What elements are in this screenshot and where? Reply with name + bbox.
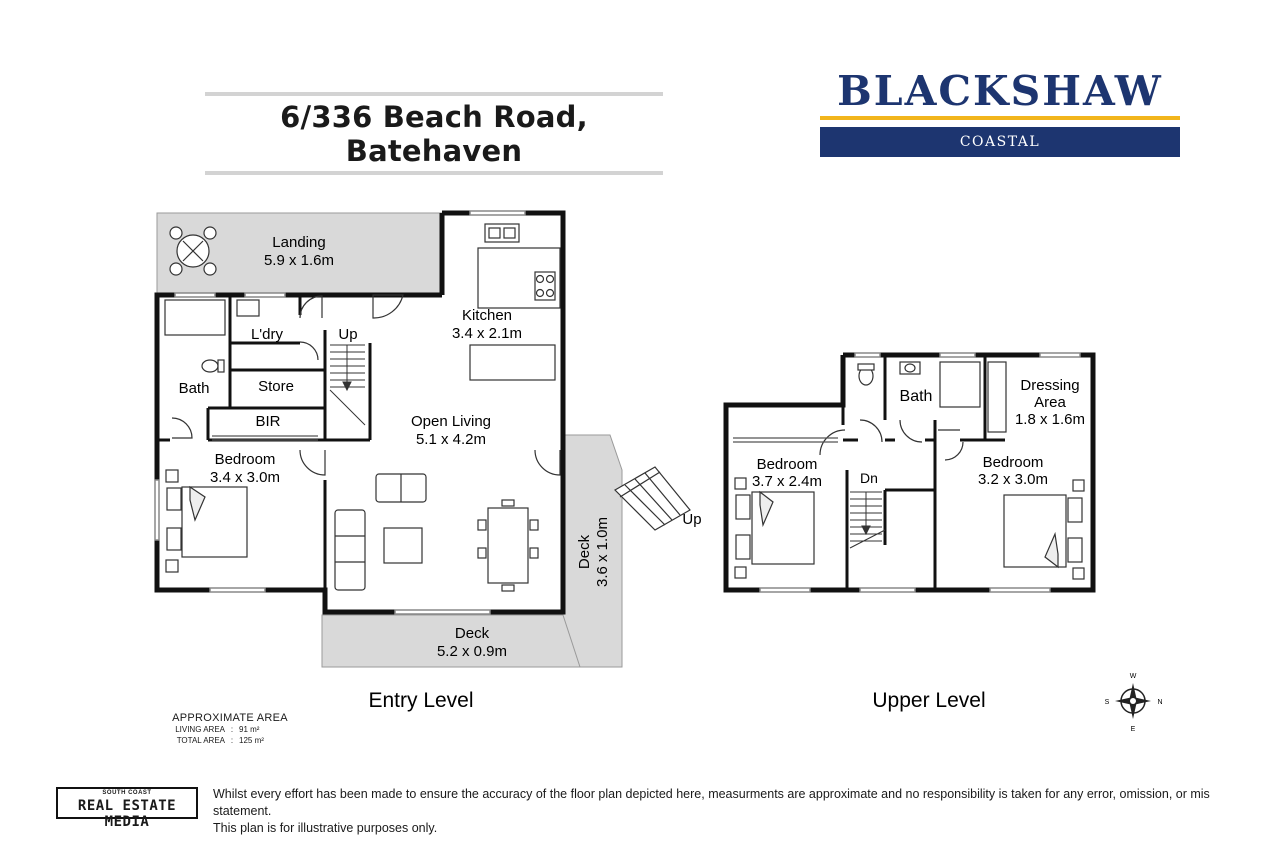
entry-bed-icon [165,469,248,573]
total-area-sep: : [230,736,234,745]
landing-size: 5.9 x 1.6m [264,252,334,269]
open-living-label: Open Living [411,413,491,430]
agency-sub-label: COASTAL [959,134,1041,150]
stair-down-label: Dn [860,470,878,486]
upper-doors [819,419,964,461]
side-deck-area [562,434,623,668]
address-header: 6/336 Beach Road, Batehaven [205,92,663,175]
total-area-label: TOTAL AREA [176,736,225,745]
front-deck-size: 5.2 x 0.9m [437,643,507,660]
total-area-value: 125 m² [239,736,264,745]
agency-sub-bar: COASTAL [820,127,1180,157]
bir-sliding-doors [212,435,318,441]
area-title: APPROXIMATE AREA [172,712,288,724]
total-area-row: TOTAL AREA : 125 m² [167,735,305,746]
stair-up-label-entry: Up [338,326,357,343]
upper-bed-right-icon [1003,479,1085,580]
address-rule-bottom [205,171,663,175]
entry-exterior-walls [154,210,566,615]
side-deck-label: Deck [576,534,593,569]
bir-label: BIR [255,413,280,430]
upper-interior-walls [841,355,1005,590]
property-address: 6/336 Beach Road, Batehaven [280,100,588,168]
living-area-label: LIVING AREA [175,725,225,734]
entry-bedroom-label: Bedroom [215,451,276,468]
disclaimer: Whilst every effort has been made to ens… [213,786,1233,837]
upper-stairs [849,491,886,549]
compass-west: W [1130,673,1137,680]
compass-south: S [1105,699,1110,706]
entry-interior-walls [157,295,372,590]
kitchen-fittings [469,223,561,381]
logo-small-text: SOUTH COAST [102,790,152,796]
logo-big-text: REAL ESTATE MEDIA [77,798,177,830]
side-deck-labels: Deck 3.6 x 1.0m [576,517,611,587]
upper-bath-fittings [857,361,1007,433]
living-furniture [334,473,539,592]
compass-east: E [1131,726,1136,733]
living-area-sep: : [230,725,234,734]
upper-bedroom-left-label: Bedroom [757,456,818,473]
entry-level-title: Entry Level [368,689,473,712]
compass-icon: W E S N [1105,673,1163,733]
entry-windows [154,210,526,615]
living-area-row: LIVING AREA : 91 m² [167,724,305,735]
upper-bedroom-right-label: Bedroom [983,454,1044,471]
agency-logo: BLACKSHAW COASTAL [820,66,1180,157]
upper-robe-doors [733,437,838,443]
agency-name: BLACKSHAW [837,67,1163,115]
side-deck-size: 3.6 x 1.0m [594,517,611,587]
real-estate-media-logo: SOUTH COAST REAL ESTATE MEDIA [56,787,198,830]
outside-stairs [614,466,691,531]
dressing-label-line2: Area [1034,394,1066,411]
upper-level-title: Upper Level [872,689,985,712]
upper-bedroom-right-size: 3.2 x 3.0m [978,471,1048,488]
agency-logo-gold-rule [820,116,1180,120]
entry-doors [171,294,561,476]
store-label: Store [258,378,294,395]
disclaimer-line-2: This plan is for illustrative purposes o… [213,821,438,835]
entry-level-plan: Landing 5.9 x 1.6m Kitchen 3.4 x 2.1m L'… [154,210,702,668]
entry-bedroom-size: 3.4 x 3.0m [210,469,280,486]
approximate-area: APPROXIMATE AREA LIVING AREA : 91 m² TOT… [155,712,305,746]
entry-bath-label: Bath [179,380,210,397]
outdoor-table-icon [169,226,217,276]
open-living-size: 5.1 x 4.2m [416,431,486,448]
front-deck-label: Deck [455,625,490,642]
upper-windows [759,352,1081,593]
disclaimer-line-1: Whilst every effort has been made to ens… [213,787,1210,818]
upper-bedroom-left-size: 3.7 x 2.4m [752,473,822,490]
dressing-size: 1.8 x 1.6m [1015,411,1085,428]
compass-north: N [1157,699,1162,706]
upper-level-plan: Bedroom 3.7 x 2.4m Bath Dressing Area 1.… [723,352,1096,593]
kitchen-label: Kitchen [462,307,512,324]
landing-label: Landing [272,234,325,251]
stair-up-label-outside: Up [682,511,701,528]
dressing-label: Dressing [1020,377,1079,394]
entry-stairs [329,344,366,426]
upper-bed-left-icon [734,477,815,579]
kitchen-size: 3.4 x 2.1m [452,325,522,342]
laundry-label: L'dry [251,326,284,343]
living-area-value: 91 m² [239,725,260,734]
address-rule-top [205,92,663,96]
upper-bath-label: Bath [900,388,933,405]
entry-bath-fittings [164,299,260,373]
